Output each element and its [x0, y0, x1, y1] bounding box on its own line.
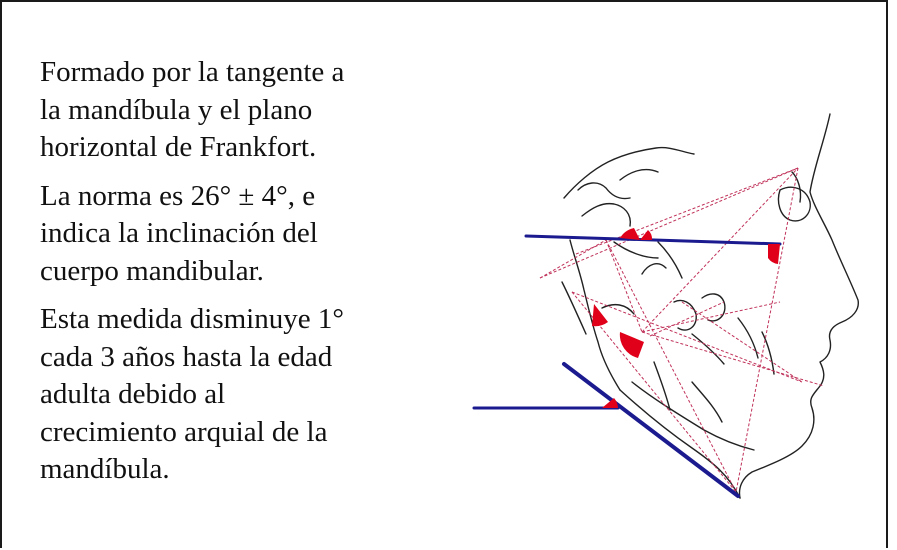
norm-paragraph: La norma es 26° ± 4°, e indica la inclin…	[40, 179, 318, 287]
angle-markers	[592, 228, 780, 408]
profile-outline	[561, 113, 859, 499]
frankfort-horizontal-line	[524, 234, 782, 246]
angle-marker-gonial-upper	[592, 304, 608, 327]
angle-marker-gonial	[619, 332, 644, 358]
angle-marker-orbital	[768, 244, 780, 264]
construction-lines	[539, 167, 825, 493]
angle-marker-frankfort-b	[640, 230, 653, 240]
definition-paragraph: Formado por la tangente a la mandíbula y…	[40, 56, 345, 163]
angle-marker-frankfort	[620, 228, 640, 240]
age-change-paragraph: Esta medida disminuye 1° cada 3 años has…	[40, 303, 344, 485]
angle-marker-fma	[602, 398, 618, 408]
mandibular-tangent-line	[562, 362, 740, 498]
reference-lines	[472, 234, 782, 498]
description-text: Formado por la tangente a la mandíbula y…	[40, 54, 460, 500]
